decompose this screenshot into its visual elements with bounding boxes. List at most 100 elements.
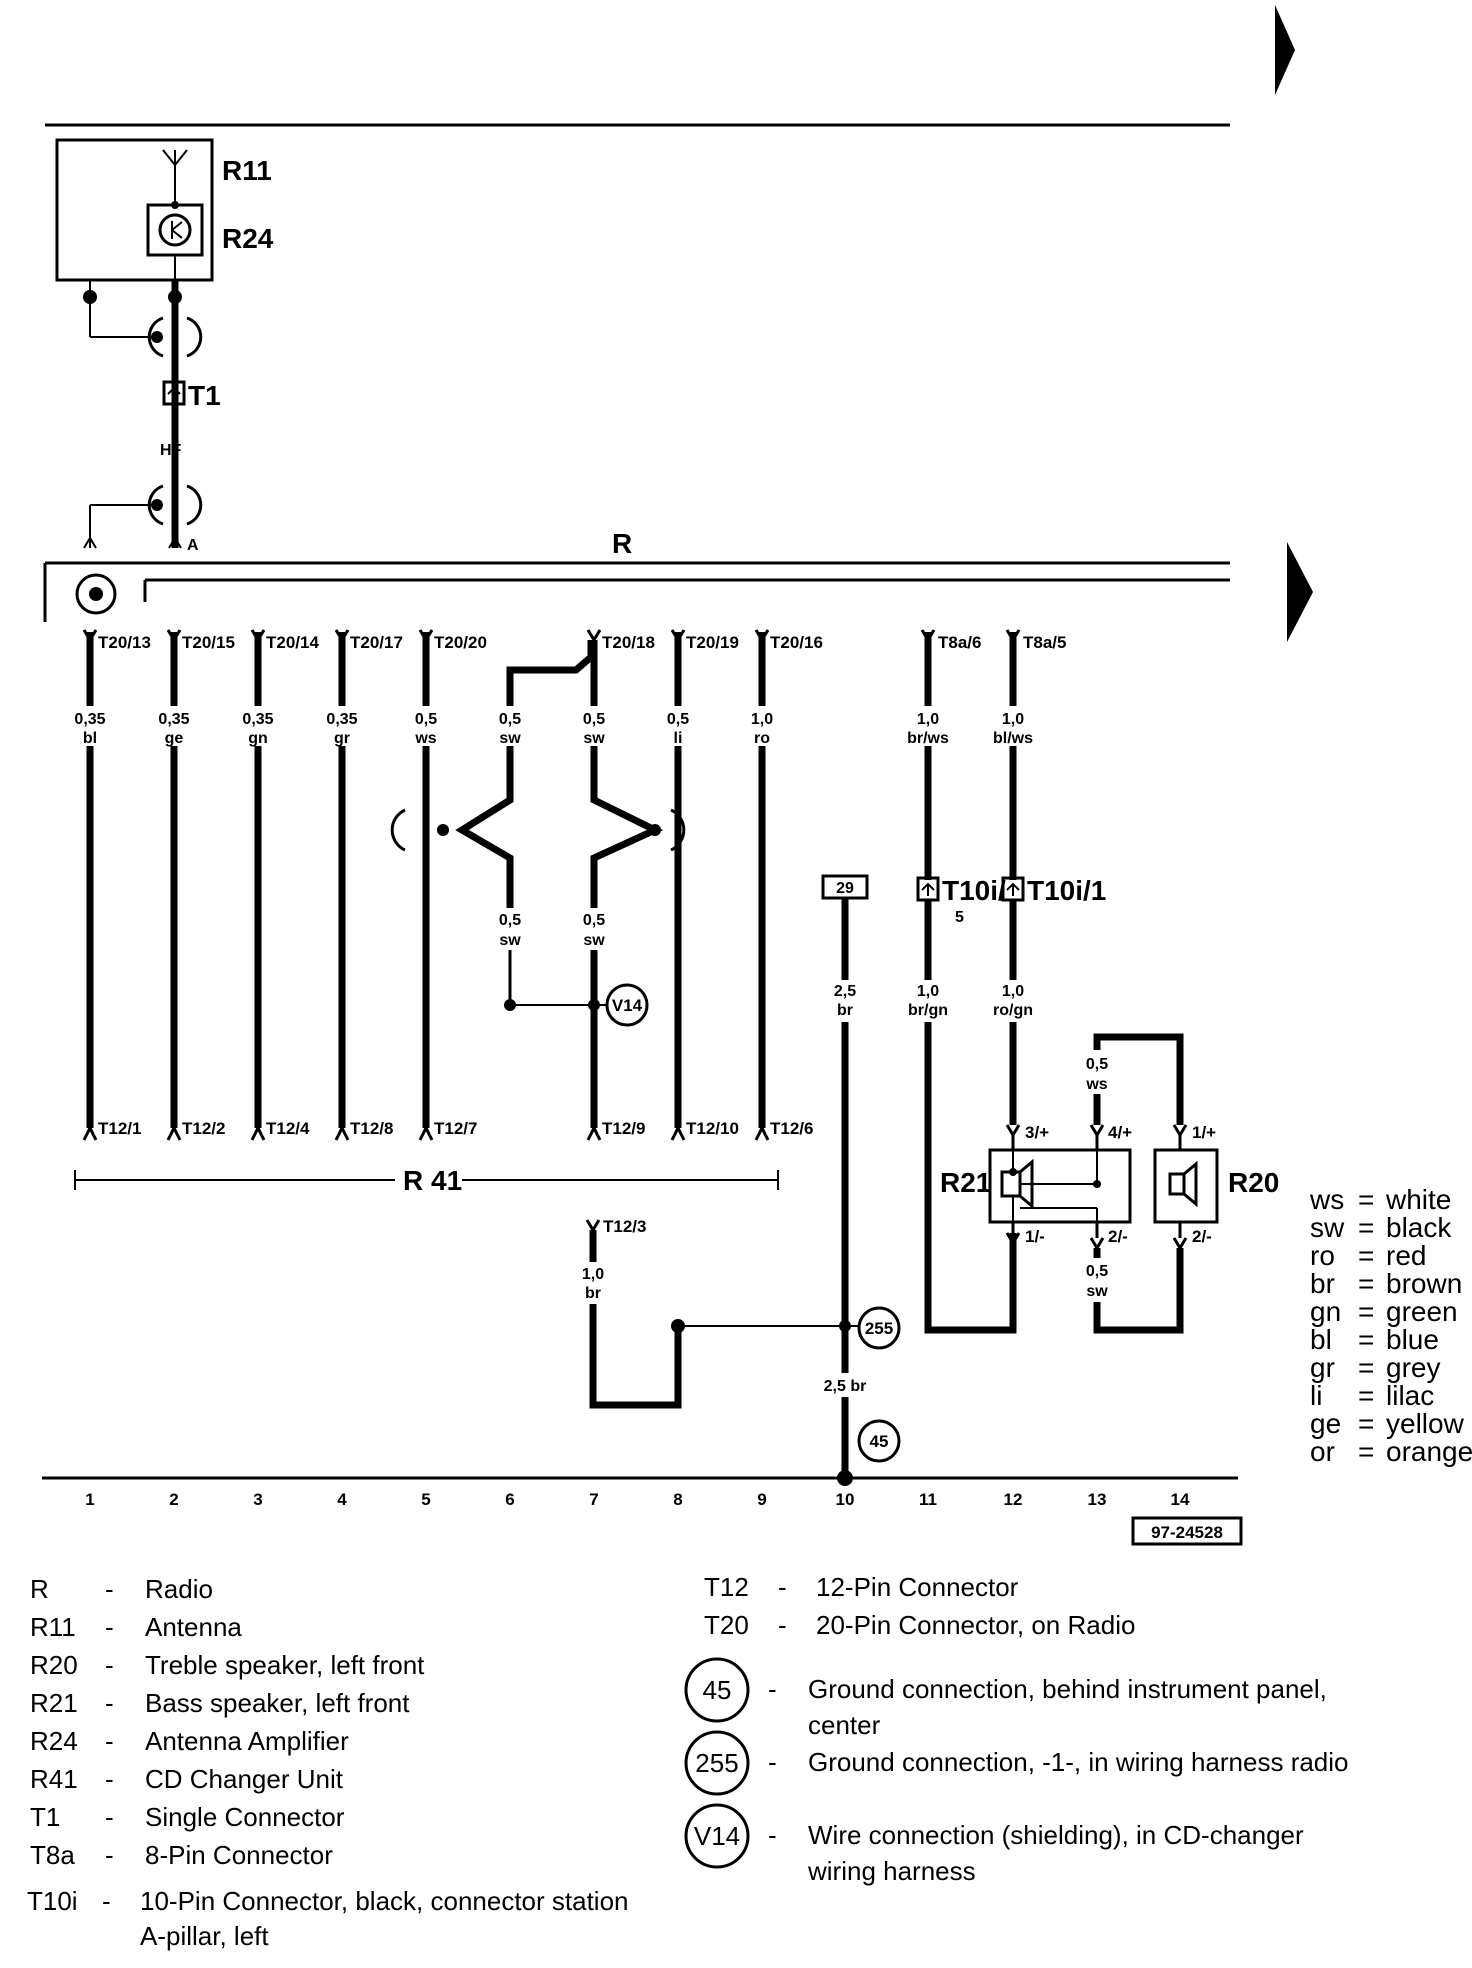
wire-size-1: 0,35 <box>74 711 105 728</box>
column-6: 6 <box>505 1490 514 1509</box>
wire-size-9: 1,0 <box>751 711 773 728</box>
column-9: 9 <box>757 1490 766 1509</box>
wire-size-6b: 0,5 <box>499 912 521 929</box>
wire-size-13-bottom: 0,5 <box>1086 1263 1108 1280</box>
radio-ground-symbol <box>75 573 117 615</box>
t10i-connectors: T10i/ 5 T10i/1 29 <box>821 874 1106 926</box>
wire-color-13-top: ws <box>1085 1076 1107 1093</box>
wire-color-7b: sw <box>583 932 605 949</box>
legend-desc-45-cont: center <box>808 1710 881 1740</box>
r41-span: R 41 <box>74 1165 779 1196</box>
reference-number: 97-24528 <box>1151 1523 1223 1542</box>
legend-code-R41: R41 <box>30 1764 78 1794</box>
v14-splice: V14 <box>605 983 649 1027</box>
pin-T20-16: T20/16 <box>770 633 823 652</box>
terminal-29-box <box>821 874 869 900</box>
pin-R21-1: 1/- <box>1025 1227 1045 1246</box>
pin-R21-4: 4/+ <box>1108 1123 1132 1142</box>
colorkey-code-5: bl <box>1310 1324 1332 1355</box>
wire-label-10-bottom: 2,5 br <box>824 1378 867 1395</box>
wire-color-11b: br/gn <box>908 1002 948 1019</box>
column-11: 11 <box>919 1490 937 1509</box>
colorkey-eq-1: = <box>1358 1212 1374 1243</box>
pin-T12-9: T12/9 <box>602 1119 645 1138</box>
top-pin-labels: T20/13 T20/15 T20/14 T20/17 T20/20 T20/1… <box>98 633 1066 652</box>
radio-frame: R <box>43 528 1230 622</box>
legend-dash: - <box>768 1674 777 1704</box>
legend-dash: - <box>105 1764 114 1794</box>
colorkey-name-1: black <box>1386 1212 1452 1243</box>
colorkey-code-7: li <box>1310 1380 1322 1411</box>
column-numbers: 1 2 3 4 5 6 7 8 9 10 11 12 13 14 <box>85 1490 1190 1509</box>
top-pin-arrows <box>82 629 1021 643</box>
colorkey-name-3: brown <box>1386 1268 1462 1299</box>
wire-size-T12-3: 1,0 <box>582 1266 604 1283</box>
colorkey-eq-3: = <box>1358 1268 1374 1299</box>
speakers: R21 R20 3/+ 4/+ 1/- 2/- 1/+ 2/- 0,5 ws 0… <box>940 1050 1279 1302</box>
wire-size-3: 0,35 <box>242 711 273 728</box>
legend-dash: - <box>105 1650 114 1680</box>
legend-desc-T8a: 8-Pin Connector <box>145 1840 333 1870</box>
legend-code-T1: T1 <box>30 1802 60 1832</box>
colorkey-eq-6: = <box>1358 1352 1374 1383</box>
colorkey-eq-7: = <box>1358 1380 1374 1411</box>
ground-45-label: 45 <box>870 1432 889 1451</box>
colorkey-code-0: ws <box>1309 1184 1344 1215</box>
wire-size-12b: 1,0 <box>1002 983 1024 1000</box>
antenna-amplifier-box <box>146 203 204 257</box>
column-4: 4 <box>337 1490 347 1509</box>
colorkey-code-4: gn <box>1310 1296 1341 1327</box>
pin-T20-13: T20/13 <box>98 633 151 652</box>
wire-color-6b: sw <box>499 932 521 949</box>
legend-desc-45: Ground connection, behind instrument pan… <box>808 1674 1327 1704</box>
next-page-arrow-top <box>1275 5 1295 95</box>
wire-color-6: sw <box>499 730 521 747</box>
colorkey-code-8: ge <box>1310 1408 1341 1439</box>
legend-dash: - <box>768 1747 777 1777</box>
color-key: ws=white sw=black ro=red br=brown gn=gre… <box>1309 1184 1472 1467</box>
label-R41: R 41 <box>403 1165 462 1196</box>
colorkey-code-1: sw <box>1310 1212 1345 1243</box>
legend-dash: - <box>102 1886 111 1916</box>
legend-code-R11: R11 <box>30 1612 76 1642</box>
bottom-pin-labels: T12/1 T12/2 T12/4 T12/8 T12/7 T12/9 T12/… <box>98 1119 813 1138</box>
label-A: A <box>187 537 199 554</box>
wire-size-10: 2,5 <box>834 983 856 1000</box>
wire-size-5: 0,5 <box>415 711 437 728</box>
legend-code-45: 45 <box>703 1675 732 1705</box>
bottom-pin-arrows <box>82 1124 770 1141</box>
wire-color-T12-3: br <box>585 1285 601 1302</box>
wire-lines <box>86 632 1184 1486</box>
legend-dash: - <box>768 1820 777 1850</box>
pin-T12-3: T12/3 <box>603 1217 646 1236</box>
pin-T12-6: T12/6 <box>770 1119 813 1138</box>
colorkey-name-0: white <box>1385 1184 1451 1215</box>
legend-desc-R: Radio <box>145 1574 213 1604</box>
legend-code-255: 255 <box>695 1748 738 1778</box>
pin-R20-2: 2/- <box>1192 1227 1212 1246</box>
pin-T20-17: T20/17 <box>350 633 403 652</box>
wire-size-11b: 1,0 <box>917 983 939 1000</box>
wire-size-13-top: 0,5 <box>1086 1056 1108 1073</box>
legend-dash: - <box>105 1688 114 1718</box>
pin-T20-18: T20/18 <box>602 633 655 652</box>
pin-T8a-5: T8a/5 <box>1023 633 1066 652</box>
wire-color-7: sw <box>583 730 605 747</box>
legend-dash: - <box>105 1840 114 1870</box>
wire-size-12: 1,0 <box>1002 711 1024 728</box>
legend-code-T10i: T10i <box>27 1886 78 1916</box>
colorkey-eq-5: = <box>1358 1324 1374 1355</box>
legend-dash: - <box>105 1612 114 1642</box>
label-R24: R24 <box>222 223 274 254</box>
pin-T12-8: T12/8 <box>350 1119 393 1138</box>
legend-desc-R20: Treble speaker, left front <box>145 1650 425 1680</box>
colorkey-name-8: yellow <box>1386 1408 1465 1439</box>
legend-desc-T1: Single Connector <box>145 1802 345 1832</box>
label-R20: R20 <box>1228 1167 1279 1198</box>
legend-dash: - <box>105 1726 114 1756</box>
wire-color-9: ro <box>754 730 770 747</box>
wire-size-7: 0,5 <box>583 711 605 728</box>
pin-R21-3: 3/+ <box>1025 1123 1049 1142</box>
wire-size-4: 0,35 <box>326 711 357 728</box>
